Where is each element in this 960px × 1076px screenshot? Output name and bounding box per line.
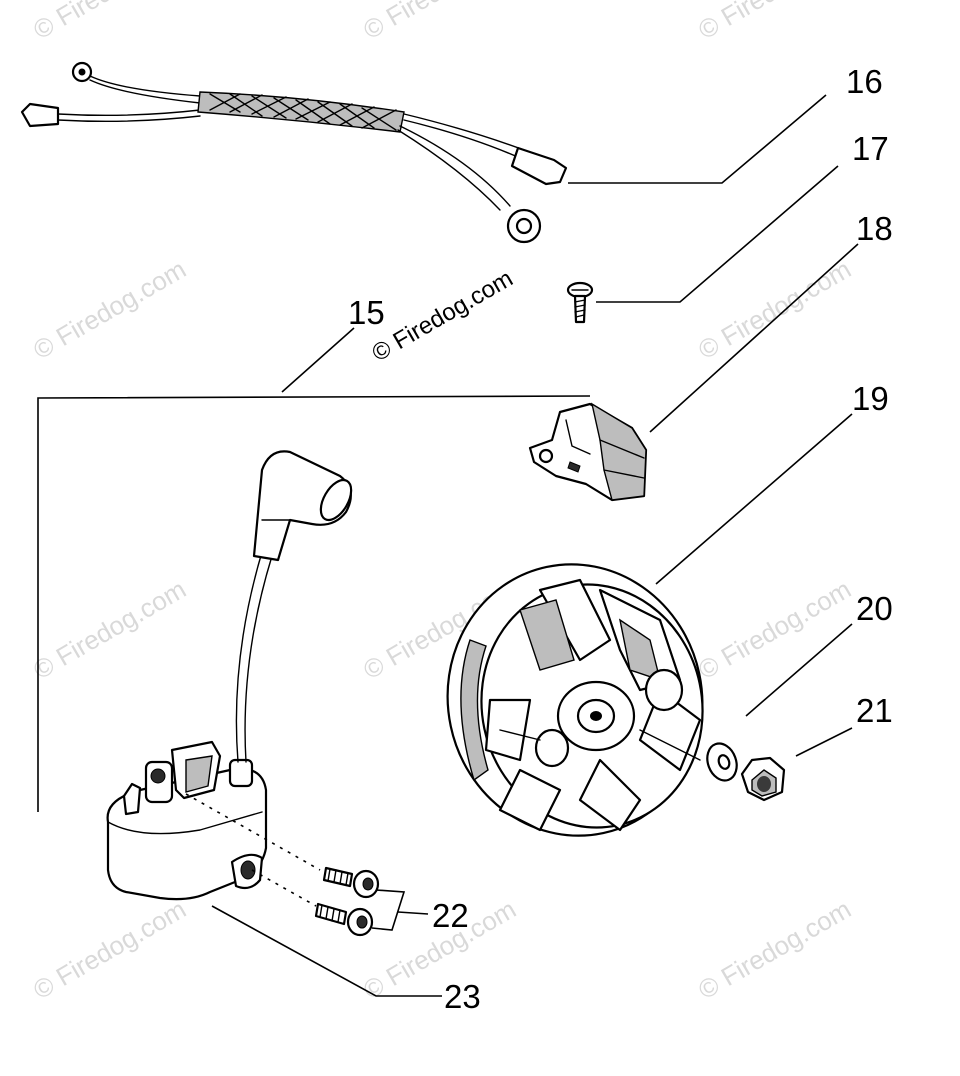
watermark-text: © Firedog.com bbox=[28, 574, 191, 685]
watermark-text: © Firedog.com bbox=[358, 0, 521, 45]
callout-label-23: 23 bbox=[444, 978, 481, 1015]
switch-bracket-icon bbox=[528, 402, 648, 502]
callout-label-21: 21 bbox=[856, 692, 893, 729]
watermark-text: © Firedog.com bbox=[693, 894, 856, 1005]
callout-label-18: 18 bbox=[856, 210, 893, 247]
ignition-coil-icon bbox=[106, 450, 353, 901]
callout-labels: 15 16 17 18 19 20 21 22 23 bbox=[348, 63, 893, 1015]
callout-label-19: 19 bbox=[852, 380, 889, 417]
callout-label-16: 16 bbox=[846, 63, 883, 100]
flywheel-icon bbox=[446, 563, 704, 837]
wire-harness-icon bbox=[20, 61, 568, 244]
watermark-text: © Firedog.com bbox=[693, 574, 856, 685]
screws-icon bbox=[314, 866, 380, 937]
screw-icon bbox=[566, 281, 594, 324]
watermark-text: © Firedog.com bbox=[28, 254, 191, 365]
watermark-text: © Firedog.com bbox=[28, 0, 191, 45]
watermark-main-text: © Firedog.com bbox=[368, 265, 518, 367]
callout-label-17: 17 bbox=[852, 130, 889, 167]
callout-label-20: 20 bbox=[856, 590, 893, 627]
leader-lines bbox=[37, 94, 859, 997]
callout-label-15: 15 bbox=[348, 294, 385, 331]
nut-icon bbox=[740, 756, 786, 802]
watermark-text: © Firedog.com bbox=[28, 894, 191, 1005]
watermark-text: © Firedog.com bbox=[693, 0, 856, 45]
callout-label-22: 22 bbox=[432, 897, 469, 934]
washer-icon bbox=[706, 742, 738, 782]
